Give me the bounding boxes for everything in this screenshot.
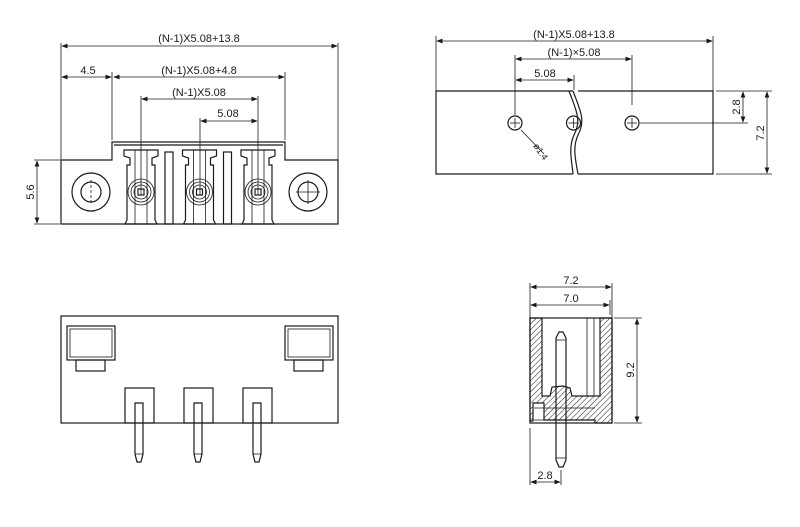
front-body-outline (60, 141, 339, 225)
front-dim-overall: (N-1)X5.08+13.8 (60, 33, 339, 160)
front-view: (N-1)X5.08+13.8 4.5 (N-1)X5.08+4.8 (N-1)… (25, 33, 339, 225)
pcb-break-line (568, 90, 579, 175)
pcb-dim-height-label: 7.2 (755, 125, 767, 140)
pcb-dim-row-offset-label: 2.8 (731, 99, 743, 114)
pcb-dim-pitch-total: (N-1)×5.08 (514, 47, 633, 115)
pcb-dim-overall: (N-1)X5.08+13.8 (435, 29, 714, 91)
pcb-outline-right (578, 90, 714, 175)
side-dim-pin-offset-label: 2.8 (537, 470, 552, 482)
pcb-dim-row-offset: 2.8 (640, 90, 772, 124)
side-dim-inner-width: 7.0 (530, 293, 611, 315)
side-dim-inner-width-label: 7.0 (563, 293, 578, 305)
front-mount-hole-left (71, 172, 111, 212)
bottom-latch-left (66, 325, 116, 372)
pcb-dim-height: 7.2 (716, 91, 772, 175)
front-mount-hole-right (288, 172, 328, 212)
front-dim-height-label: 5.6 (25, 184, 37, 199)
pcb-layout-view: (N-1)X5.08+13.8 (N-1)×5.08 5.08 ø1.4 (435, 29, 772, 175)
pcb-holes (507, 115, 640, 131)
front-dim-left-offset: 4.5 (61, 65, 113, 140)
bottom-pin (242, 387, 273, 463)
front-dim-overall-label: (N-1)X5.08+13.8 (158, 33, 240, 45)
pcb-dim-pitch-total-label: (N-1)×5.08 (548, 47, 601, 59)
side-dim-pin-offset: 2.8 (529, 428, 562, 485)
side-dim-height: 9.2 (614, 317, 642, 424)
front-dim-left-offset-label: 4.5 (80, 65, 95, 77)
side-body-hatch (529, 317, 613, 424)
front-terminal (181, 149, 218, 225)
front-dim-body: (N-1)X5.08+4.8 (113, 65, 286, 140)
pcb-dim-pitch: 5.08 (515, 68, 575, 90)
bottom-pin (124, 387, 155, 463)
pcb-dim-pitch-label: 5.08 (534, 68, 555, 80)
side-body-outline (529, 317, 613, 424)
front-separator (164, 151, 174, 225)
side-dim-outer-width: 7.2 (529, 275, 613, 318)
bottom-view (60, 315, 339, 463)
front-terminal (123, 149, 159, 225)
front-dim-body-label: (N-1)X5.08+4.8 (161, 65, 237, 77)
side-dim-height-label: 9.2 (625, 362, 637, 377)
pcb-dim-hole-diameter-label: ø1.4 (531, 141, 550, 161)
front-dim-pitch-label: 5.08 (217, 108, 238, 120)
side-dim-outer-width-label: 7.2 (563, 275, 578, 287)
front-separator (222, 151, 233, 225)
pcb-hole (565, 115, 582, 131)
side-pin (555, 331, 567, 468)
front-dim-pitch: 5.08 (199, 108, 258, 195)
pcb-hole (507, 115, 523, 131)
bottom-pins (124, 387, 273, 463)
bottom-latch-right (284, 325, 334, 372)
front-dim-pitch-total-label: (N-1)X5.08 (172, 87, 226, 99)
front-dim-height: 5.6 (25, 159, 60, 225)
pcb-hole (624, 115, 640, 131)
front-terminals (123, 149, 276, 225)
bottom-body-outline (60, 315, 339, 424)
pcb-dim-overall-label: (N-1)X5.08+13.8 (533, 29, 615, 41)
front-terminal (240, 149, 276, 225)
bottom-pin (183, 387, 214, 463)
pcb-outline-left (435, 90, 573, 175)
side-view: 7.2 7.0 9.2 2.8 (529, 275, 642, 485)
